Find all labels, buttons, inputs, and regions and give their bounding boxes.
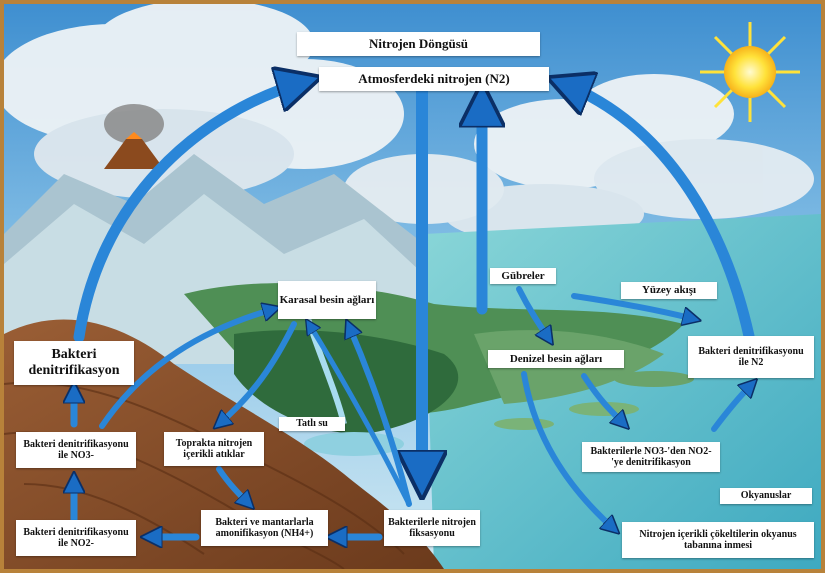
arrow-denitrification-n2-to-atmosphere bbox=[564, 84, 755, 342]
arrow-denitrification-to-atmosphere bbox=[73, 82, 304, 343]
nitrogen-fixation-box: Bakterilerle nitrojen fiksasyonu bbox=[384, 510, 480, 546]
denitrification-n2-box: Bakteri denitrifikasyonu ile N2 bbox=[688, 336, 814, 378]
denitrification-no2-box: Bakteri denitrifikasyonu ile NO2- bbox=[16, 520, 136, 556]
arrow-fertilizers-to-marine bbox=[516, 286, 549, 339]
arrows bbox=[74, 82, 752, 537]
arrow-fixation-to-terrestrial bbox=[349, 326, 412, 507]
arrow-fertilizers-to-runoff bbox=[571, 293, 694, 319]
volcano bbox=[104, 104, 164, 169]
freshwater-box: Tatlı su bbox=[279, 417, 345, 431]
clouds bbox=[4, 4, 814, 244]
surface-runoff-box: Yüzey akışı bbox=[621, 282, 717, 299]
soil-waste-box: Toprakta nitrojen içerikli atıklar bbox=[164, 432, 264, 466]
sun bbox=[700, 22, 800, 122]
fertilizers-box: Gübreler bbox=[490, 268, 556, 284]
arrow-marine-to-no3-no2 bbox=[581, 373, 624, 424]
arrow-soil-waste-to-ammonification bbox=[216, 466, 249, 504]
denitrification-no3-box: Bakteri denitrifikasyonu ile NO3- bbox=[16, 432, 136, 468]
sediment-box: Nitrojen içerikli çökeltilerin okyanus t… bbox=[622, 522, 814, 558]
no3-to-no2-box: Bakterilerle NO3-'den NO2-'ye denitrifik… bbox=[582, 442, 720, 472]
scene: Nitrojen Döngüsü Atmosferdeki nitrojen (… bbox=[4, 4, 821, 569]
arrow-marine-to-sediment bbox=[521, 371, 614, 529]
arrow-no3-no2-to-n2 bbox=[711, 384, 752, 432]
oceans-box: Okyanuslar bbox=[720, 488, 812, 504]
title-box: Nitrojen Döngüsü bbox=[297, 32, 540, 56]
arrow-fixation-to-terrestrial-2 bbox=[309, 324, 412, 507]
terrestrial-food-webs-box: Karasal besin ağları bbox=[278, 281, 376, 319]
marine-food-webs-box: Denizel besin ağları bbox=[488, 350, 624, 368]
ammonification-box: Bakteri ve mantarlarla amonifikasyon (NH… bbox=[201, 510, 328, 546]
arrow-terrestrial-to-soil-waste bbox=[219, 321, 297, 424]
atmospheric-nitrogen-box: Atmosferdeki nitrojen (N2) bbox=[319, 67, 549, 91]
bacterial-denitrification-box: Bakteri denitrifikasyon bbox=[14, 341, 134, 385]
arrow-to-terrestrial-food-webs bbox=[99, 309, 274, 429]
